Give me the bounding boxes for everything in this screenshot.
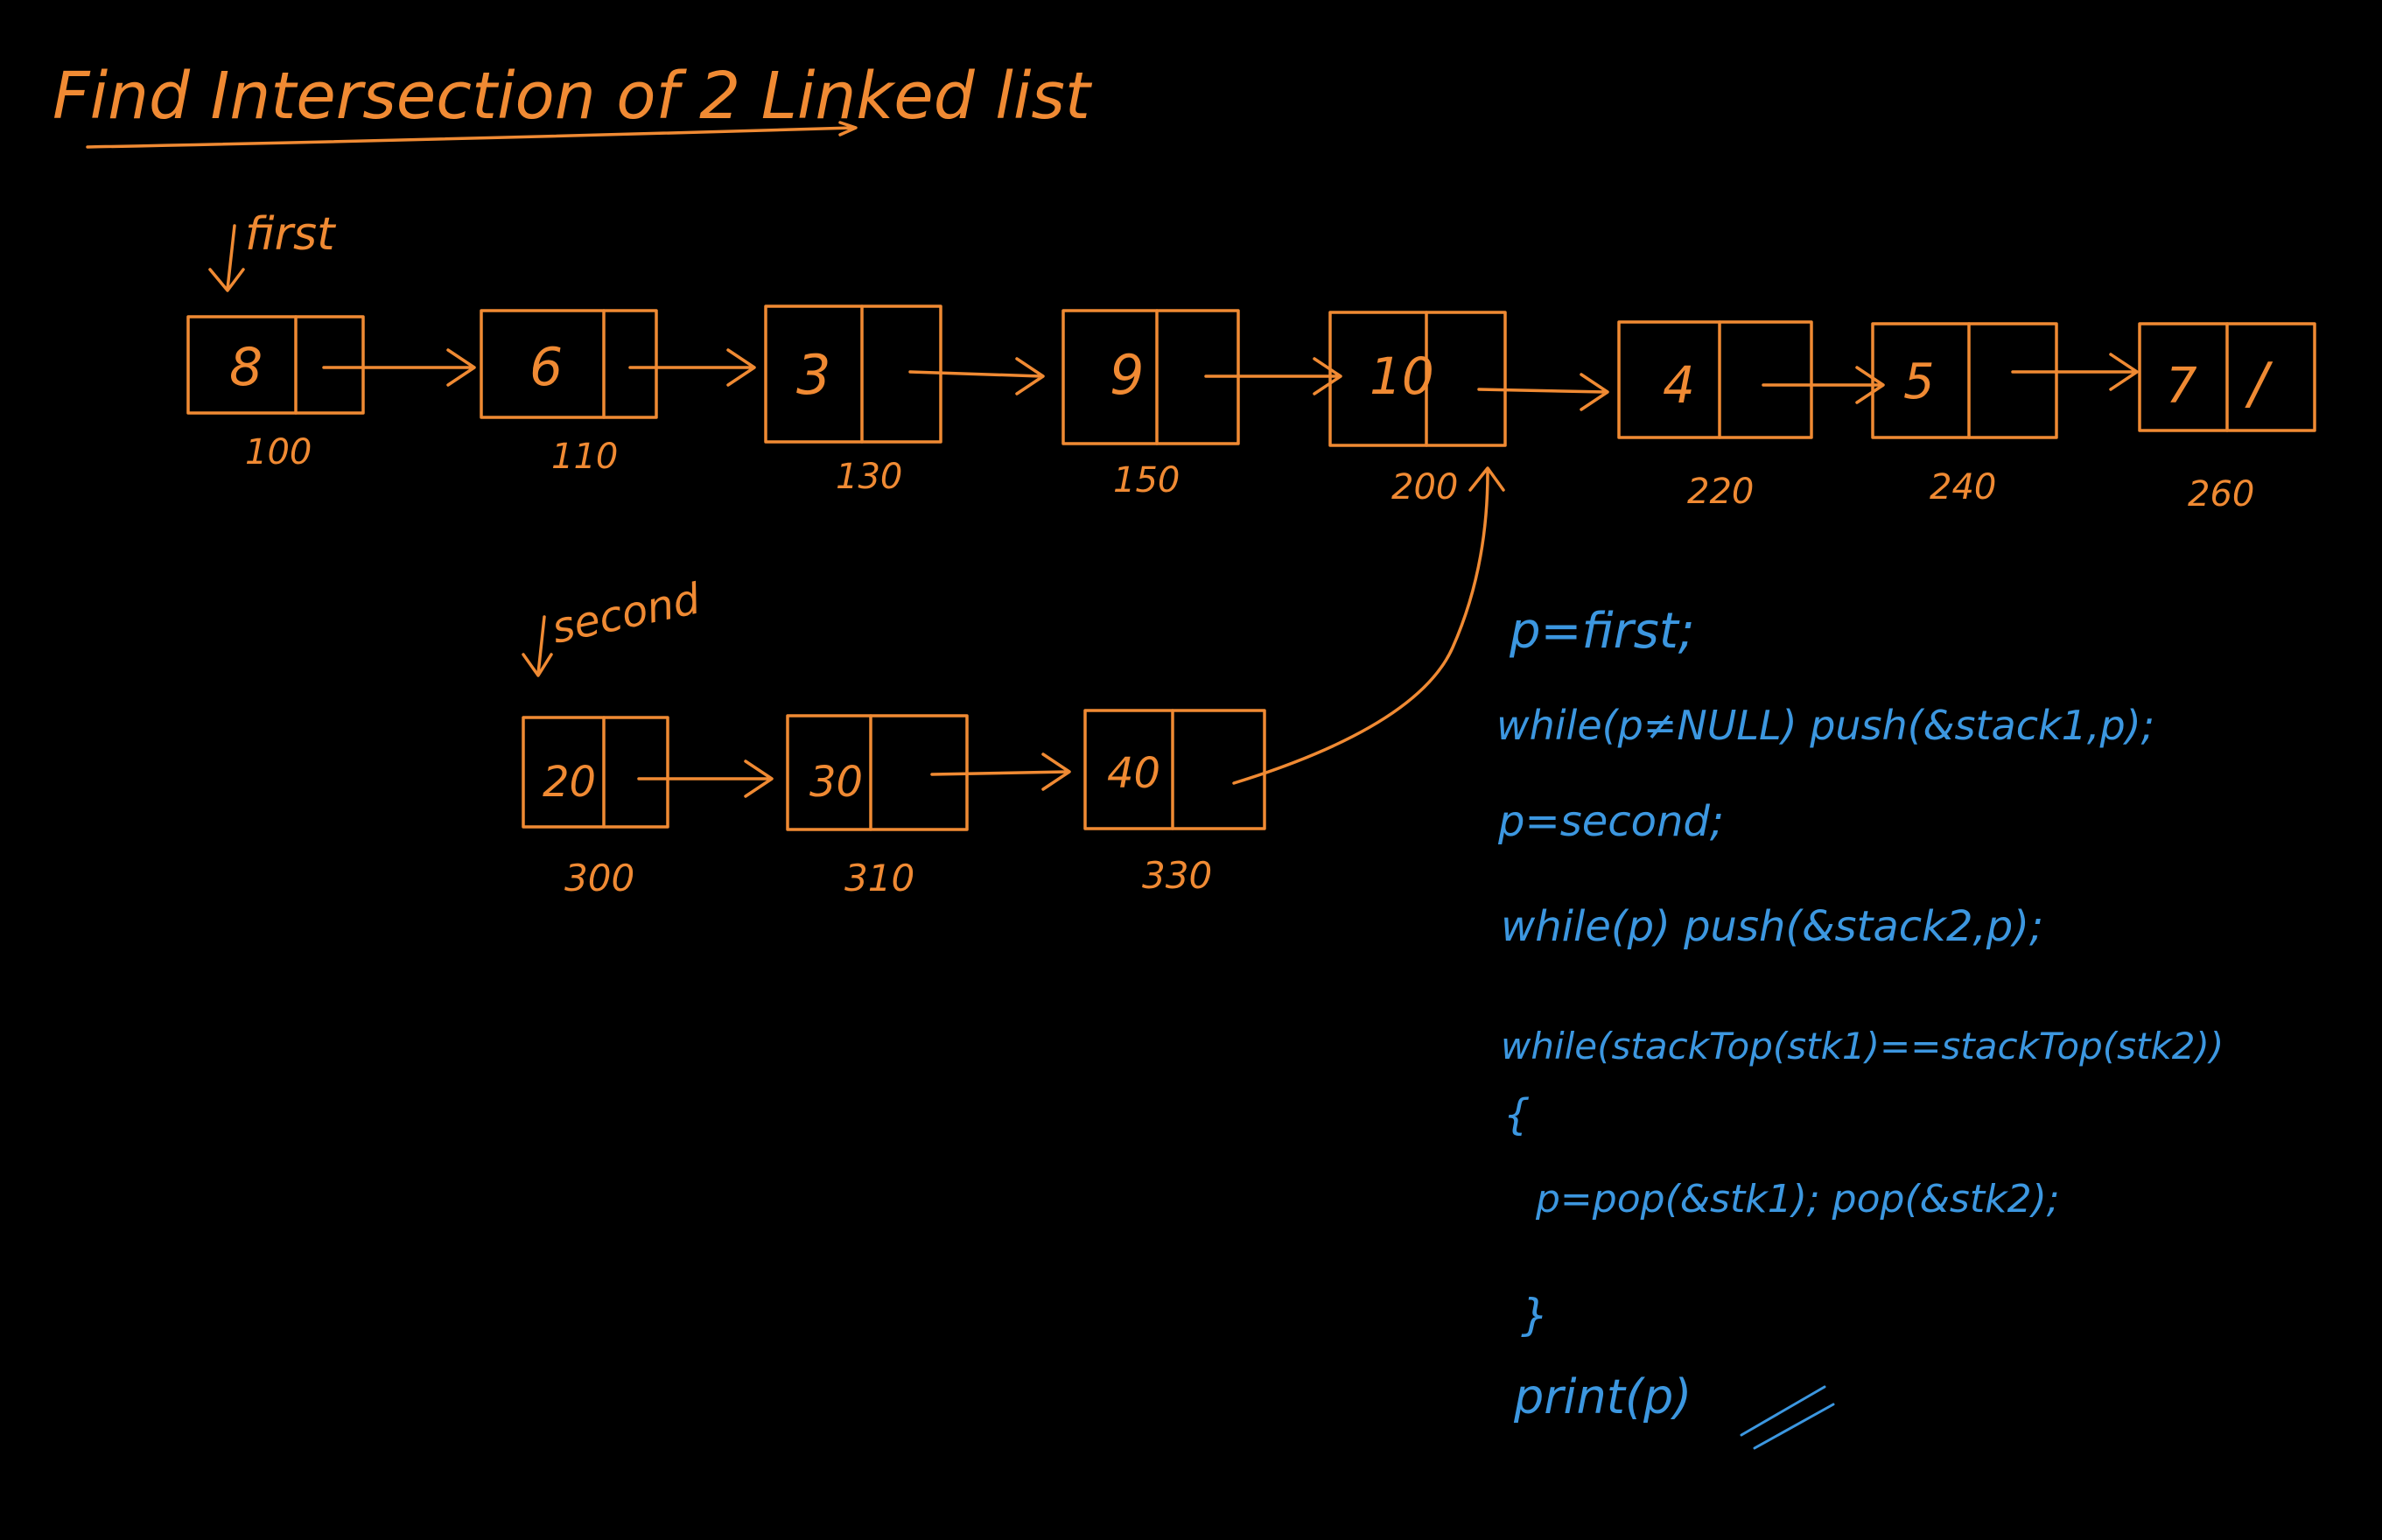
list1-node: 5 240 <box>1871 322 2058 508</box>
title-underline <box>86 121 858 149</box>
node-address: 310 <box>844 857 914 900</box>
node-address: 100 <box>245 432 312 472</box>
list1-node: 6 110 <box>480 309 658 477</box>
node-address: 110 <box>551 437 618 477</box>
intersection-arrow <box>1232 466 1505 785</box>
list1-node: 7 / 260 <box>2138 322 2316 514</box>
list1-node: 9 150 <box>1061 309 1240 500</box>
page-title: Find Intersection of 2 Linked list <box>53 59 1093 134</box>
first-pointer-label: first <box>245 208 336 261</box>
node-value: 3 <box>796 343 830 407</box>
node-value: 4 <box>1663 355 1695 415</box>
list2-node: 30 310 <box>786 714 969 900</box>
done-mark <box>1740 1385 1835 1450</box>
node-address: 200 <box>1391 467 1458 508</box>
list2-node: 40 330 <box>1083 709 1266 897</box>
code-line: { <box>1503 1090 1531 1139</box>
code-line: while(p≠NULL) push(&stack1,p); <box>1496 702 2154 749</box>
next-arrow <box>637 760 774 798</box>
code-line: while(p) push(&stack2,p); <box>1501 902 2043 951</box>
node-address: 300 <box>564 857 634 900</box>
node-value: 6 <box>529 337 563 398</box>
code-line: p=second; <box>1497 797 1724 846</box>
list2-node: 20 300 <box>522 716 669 900</box>
code-line: } <box>1521 1290 1549 1340</box>
node-address: 260 <box>2188 474 2254 514</box>
code-line: print(p) <box>1513 1369 1692 1424</box>
node-address: 220 <box>1687 472 1754 512</box>
next-arrow <box>908 357 1045 396</box>
node-address: 150 <box>1113 460 1180 500</box>
second-pointer-label: second <box>548 574 705 653</box>
node-address: 330 <box>1142 854 1212 897</box>
code-block: p=first; while(p≠NULL) push(&stack1,p); … <box>1496 603 2224 1424</box>
code-line: p=first; <box>1509 603 1695 660</box>
node-value: 20 <box>543 758 596 807</box>
next-arrow <box>1477 373 1609 411</box>
node-value: 5 <box>1903 354 1935 410</box>
node-address: 130 <box>836 457 902 497</box>
list1-node: 8 100 <box>186 315 365 472</box>
first-pointer-arrow <box>208 224 245 292</box>
list1-node: 4 220 <box>1617 320 1813 512</box>
next-arrow <box>930 752 1071 791</box>
node-value: 7 <box>2166 358 2197 415</box>
list1-node: 10 200 <box>1328 311 1507 508</box>
next-arrow <box>1762 366 1885 404</box>
node-next-null: / <box>2245 352 2273 416</box>
node-value: 40 <box>1107 749 1160 798</box>
node-value: 10 <box>1370 346 1434 406</box>
node-address: 240 <box>1930 467 1996 508</box>
node-value: 9 <box>1110 343 1144 407</box>
list1-node: 3 130 <box>764 304 942 497</box>
next-arrow <box>322 348 476 387</box>
code-line: p=pop(&stk1); pop(&stk2); <box>1535 1177 2060 1222</box>
code-line: while(stackTop(stk1)==stackTop(stk2)) <box>1501 1025 2224 1068</box>
next-arrow <box>1204 357 1342 396</box>
second-pointer-arrow <box>522 615 553 677</box>
node-value: 30 <box>809 758 863 807</box>
node-value: 8 <box>229 337 263 398</box>
next-arrow <box>628 348 756 387</box>
next-arrow <box>2011 353 2139 391</box>
